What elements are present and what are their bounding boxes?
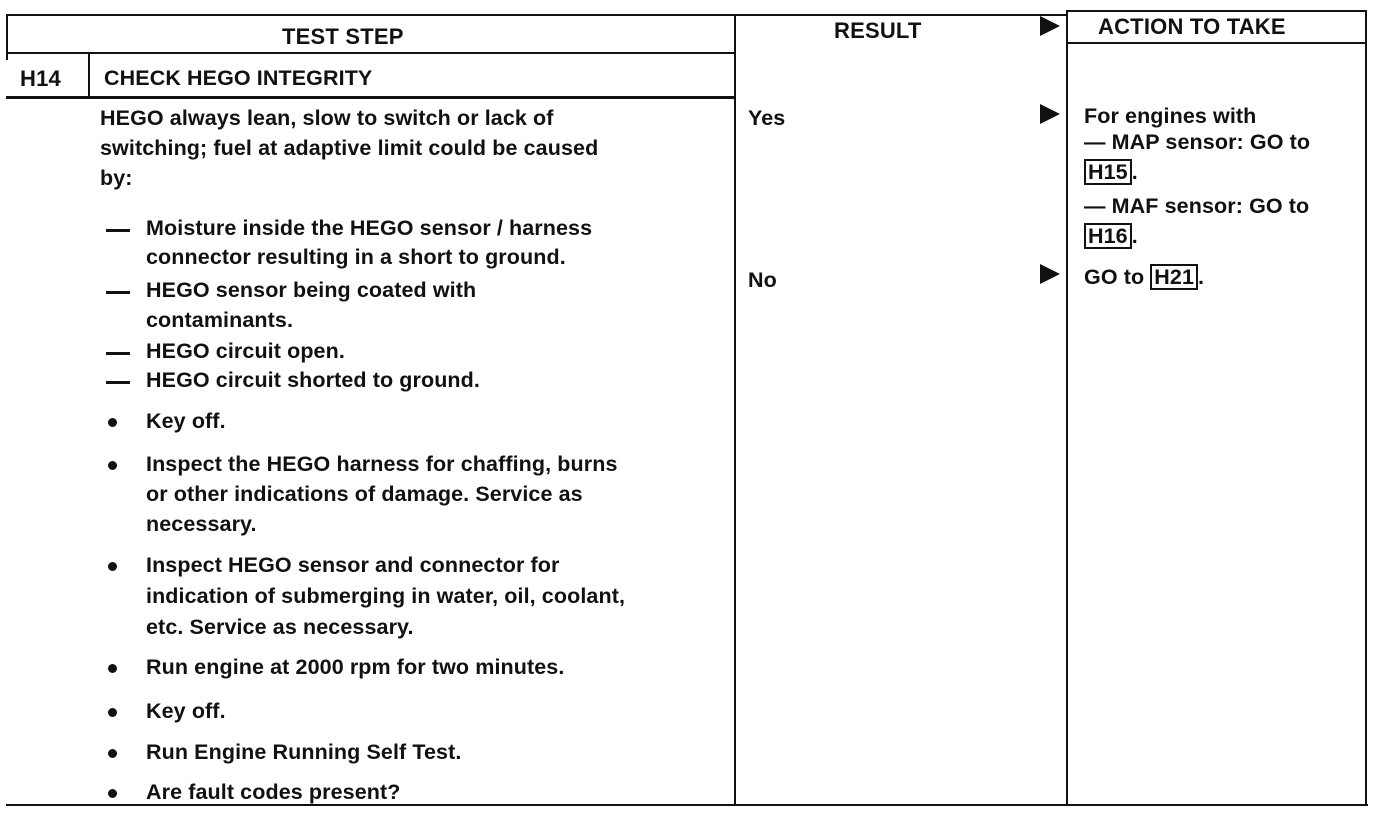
map-sensor-label: — MAP sensor: <box>1084 130 1244 154</box>
bullet-icon <box>108 789 117 798</box>
header-rule-right <box>1066 42 1366 44</box>
maf-sensor-label: — MAF sensor: <box>1084 194 1243 218</box>
action-maf-ref-line: H16. <box>1084 222 1138 251</box>
bullet-icon <box>108 418 117 427</box>
cause-item: HEGO circuit shorted to ground. <box>146 368 480 392</box>
result-yes-arrow-icon <box>1040 104 1060 124</box>
action-map-ref-line: H15. <box>1084 158 1138 187</box>
dash-icon <box>106 352 130 355</box>
step-ref-h15[interactable]: H15 <box>1084 159 1132 185</box>
top-border-right <box>1066 10 1366 12</box>
result-no-arrow-icon <box>1040 264 1060 284</box>
procedure-step: Key off. <box>146 699 226 723</box>
bullet-icon <box>108 708 117 717</box>
step-title-rule <box>6 96 736 99</box>
bullet-icon <box>108 749 117 758</box>
procedure-step: Run engine at 2000 rpm for two minutes. <box>146 655 565 679</box>
period: . <box>1131 160 1138 184</box>
action-no: GO to H21. <box>1084 263 1204 292</box>
header-result: RESULT <box>834 18 922 43</box>
result-yes: Yes <box>748 106 786 130</box>
cause-item: connector resulting in a short to ground… <box>146 245 566 269</box>
step-title: CHECK HEGO INTEGRITY <box>104 66 373 90</box>
step-id: H14 <box>20 66 61 91</box>
procedure-step: Inspect the HEGO harness for chaffing, b… <box>146 452 618 476</box>
top-border-left <box>6 14 1066 16</box>
step-ref-h21[interactable]: H21 <box>1150 264 1199 290</box>
bullet-icon <box>108 562 117 571</box>
step-ref-h16[interactable]: H16 <box>1084 223 1132 249</box>
period: . <box>1131 224 1138 248</box>
action-maf: — MAF sensor: GO to <box>1084 192 1309 221</box>
dash-icon <box>106 291 130 294</box>
dash-icon <box>106 229 130 232</box>
intro-line: by: <box>100 166 133 190</box>
procedure-step: Key off. <box>146 409 226 433</box>
procedure-step: or other indications of damage. Service … <box>146 482 583 506</box>
intro-line: HEGO always lean, slow to switch or lack… <box>100 106 554 130</box>
divider-action <box>1066 10 1068 806</box>
map-go-text: GO to <box>1249 130 1311 154</box>
header-rule-left <box>6 52 736 54</box>
maf-go-text: GO to <box>1249 194 1310 218</box>
cause-item: HEGO circuit open. <box>146 339 345 363</box>
period: . <box>1198 265 1205 289</box>
right-border <box>1365 10 1367 806</box>
dash-icon <box>106 381 130 384</box>
action-map: — MAP sensor: GO to <box>1084 128 1310 157</box>
procedure-step: etc. Service as necessary. <box>146 615 414 639</box>
divider-result <box>734 14 736 806</box>
header-action: ACTION TO TAKE <box>1098 14 1286 39</box>
no-go-text: GO to <box>1084 265 1145 289</box>
cause-item: HEGO sensor being coated with <box>146 278 477 302</box>
cause-item: contaminants. <box>146 308 294 332</box>
cause-item: Moisture inside the HEGO sensor / harnes… <box>146 216 593 240</box>
left-border <box>6 14 8 60</box>
bullet-icon <box>108 461 117 470</box>
header-test-step: TEST STEP <box>282 24 404 49</box>
procedure-question: Are fault codes present? <box>146 780 401 804</box>
intro-line: switching; fuel at adaptive limit could … <box>100 136 599 160</box>
action-yes-intro: For engines with <box>1084 104 1257 128</box>
procedure-step: Inspect HEGO sensor and connector for <box>146 553 560 577</box>
step-id-divider <box>88 52 90 98</box>
procedure-step: necessary. <box>146 512 257 536</box>
header-arrow-icon <box>1040 16 1060 36</box>
bottom-border <box>6 804 1368 806</box>
procedure-step: indication of submerging in water, oil, … <box>146 584 626 608</box>
procedure-step: Run Engine Running Self Test. <box>146 740 462 764</box>
bullet-icon <box>108 664 117 673</box>
result-no: No <box>748 268 777 292</box>
